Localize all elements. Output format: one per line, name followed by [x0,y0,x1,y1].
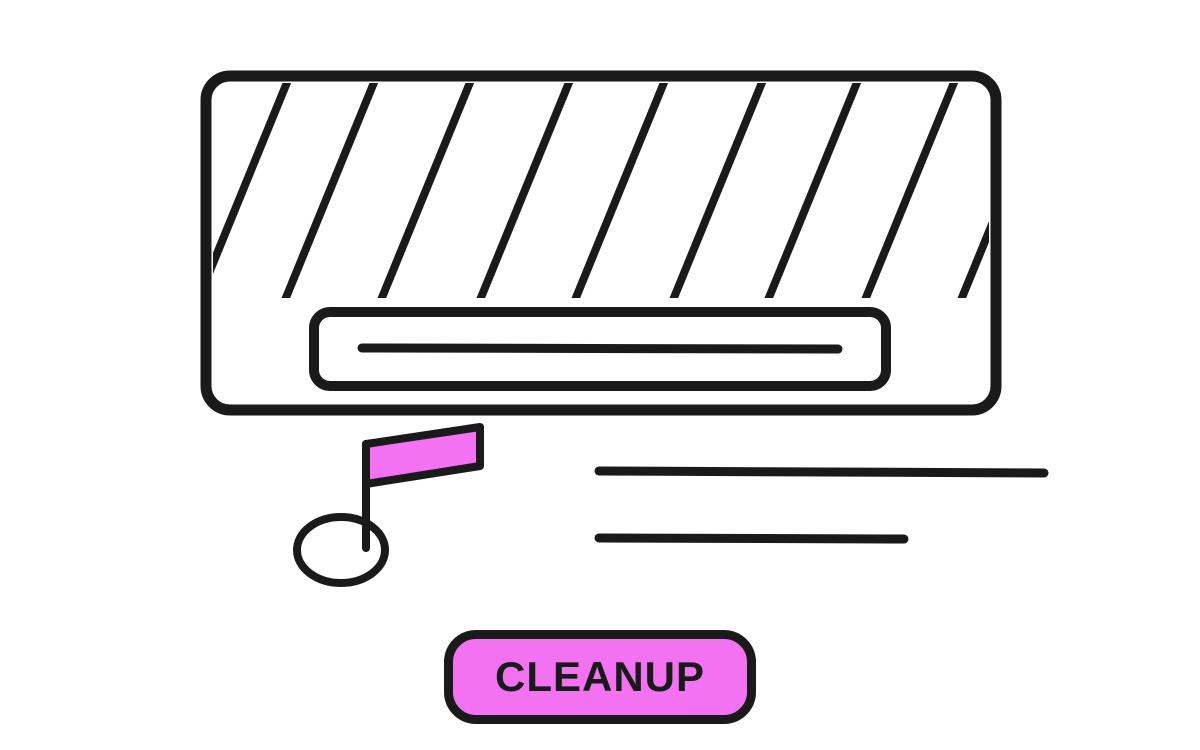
hatch-line [213,83,292,298]
hatch-line [571,83,669,298]
music-note-icon [293,423,484,587]
ac-vent-slot [309,307,891,391]
hatch-line [1055,80,1145,300]
hatch-line [281,83,379,298]
air-conditioner-icon [200,70,1145,416]
cleanup-button[interactable]: CLEANUP [444,630,756,724]
hatch-line [377,83,475,298]
music-note-flag [362,423,484,488]
ac-body [200,70,1002,416]
music-note-head [293,513,389,587]
hatch-line [764,83,862,298]
cleanup-button-label: CLEANUP [494,653,705,700]
hatch-line [861,83,959,298]
airflow-line-top [594,466,1049,478]
airflow-line-bottom [594,533,909,544]
hatch-line [957,83,989,298]
ac-hatch-pattern [213,80,1145,300]
ac-vent-line [357,343,843,354]
hatch-line [476,83,574,298]
hatch-line [669,83,767,298]
